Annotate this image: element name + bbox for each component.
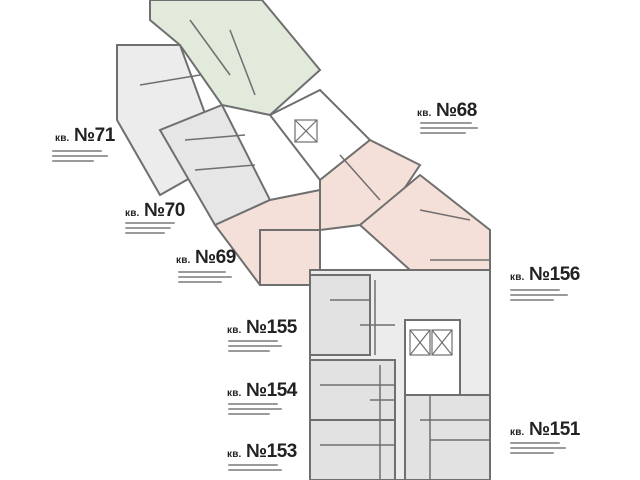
apartment-specs-69 (178, 271, 238, 286)
apartment-prefix: кв. (227, 325, 242, 336)
apartment-number: №69 (194, 247, 236, 268)
apartment-label-68[interactable]: кв. №68 (417, 101, 477, 120)
apartment-prefix: кв. (227, 449, 242, 460)
apartment-prefix: кв. (510, 427, 525, 438)
apartment-specs-155 (228, 340, 288, 355)
apartment-specs-156 (510, 289, 570, 304)
apartment-label-70[interactable]: кв. №70 (125, 201, 185, 220)
apartment-number: №156 (528, 264, 580, 285)
apartment-number: №70 (143, 200, 185, 221)
apartment-specs-151 (510, 442, 570, 457)
apartment-number: №71 (73, 125, 115, 146)
apartment-154-area[interactable] (309, 359, 396, 421)
apartment-number: №155 (245, 317, 297, 338)
elevators (294, 119, 453, 356)
apartment-151-area[interactable] (404, 394, 491, 480)
apartment-specs-71 (52, 150, 112, 165)
apartment-label-153[interactable]: кв. №153 (227, 442, 297, 461)
apartment-prefix: кв. (417, 108, 432, 119)
apartment-label-69[interactable]: кв. №69 (176, 248, 236, 267)
apartment-prefix: кв. (125, 208, 140, 219)
apartment-specs-68 (420, 122, 480, 137)
apartment-153-area[interactable] (309, 419, 396, 480)
apartment-top-area[interactable] (149, 0, 322, 117)
apartment-label-156[interactable]: кв. №156 (510, 265, 580, 284)
apartment-prefix: кв. (55, 133, 70, 144)
apartment-specs-70 (125, 222, 185, 237)
interior-walls (139, 19, 490, 480)
apartment-specs-153 (228, 464, 288, 474)
apartment-prefix: кв. (510, 272, 525, 283)
apartment-prefix: кв. (176, 255, 191, 266)
apartment-label-154[interactable]: кв. №154 (227, 381, 297, 400)
apartment-label-71[interactable]: кв. №71 (55, 126, 115, 145)
apartment-number: №151 (528, 419, 580, 440)
apartment-number: №154 (245, 380, 297, 401)
apartment-prefix: кв. (227, 388, 242, 399)
apartment-specs-154 (228, 403, 288, 418)
apartment-155-area[interactable] (309, 274, 371, 356)
apartment-number: №68 (435, 100, 477, 121)
apartment-number: №153 (245, 441, 297, 462)
apartment-label-155[interactable]: кв. №155 (227, 318, 297, 337)
apartment-label-151[interactable]: кв. №151 (510, 420, 580, 439)
